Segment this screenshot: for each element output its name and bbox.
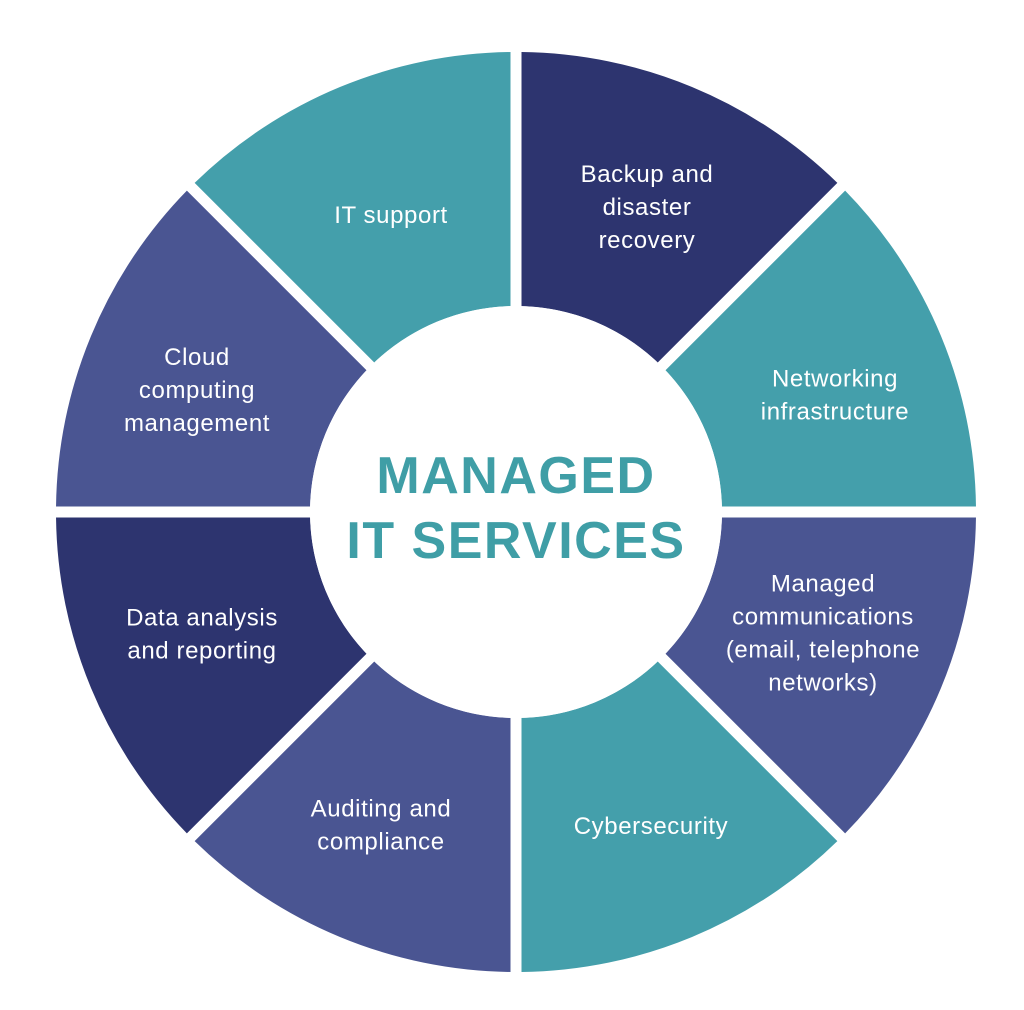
segment-communications-label-line: (email, telephone — [726, 637, 920, 664]
segment-cloud: Cloud computing management — [56, 190, 367, 507]
segment-it-support-label-line: IT support — [334, 202, 448, 229]
segment-cloud-label-line: computing — [139, 377, 255, 404]
segment-auditing-label-line: compliance — [317, 829, 444, 856]
segment-backup: Backup and disaster recovery — [521, 52, 838, 363]
segment-communications-label-line: networks) — [768, 670, 877, 697]
segment-communications-shape — [665, 517, 976, 834]
segment-backup-label-line: Backup and — [581, 161, 714, 188]
segment-auditing: Auditing and compliance — [194, 661, 511, 972]
segment-cloud-shape — [56, 190, 367, 507]
segment-data-analysis-shape — [56, 517, 367, 834]
segment-communications: Managed communications (email, telephone ne… — [665, 517, 976, 834]
segment-data-analysis-label-line: Data analysis — [126, 605, 278, 632]
segment-auditing-label-line: Auditing and — [311, 796, 452, 823]
segment-data-analysis: Data analysis and reporting — [56, 517, 367, 834]
segment-cybersecurity: Cybersecurity — [521, 661, 838, 972]
segment-networking-label-line: Networking — [772, 366, 898, 393]
segment-communications-label-line: Managed — [771, 571, 875, 598]
center-title-line-2: IT SERVICES — [346, 512, 685, 570]
segment-it-support: IT support — [194, 52, 511, 363]
segment-networking: Networking infrastructure — [665, 190, 976, 507]
segment-networking-shape — [665, 190, 976, 507]
segment-backup-label-line: recovery — [599, 227, 696, 254]
segment-backup-label-line: disaster — [603, 194, 692, 221]
segment-communications-label-line: communications — [732, 604, 914, 631]
segment-networking-label-line: infrastructure — [761, 399, 909, 426]
segment-auditing-shape — [194, 661, 511, 972]
segment-cloud-label-line: Cloud — [164, 344, 230, 371]
segment-backup-shape — [521, 52, 838, 363]
center-title-line-1: MANAGED — [376, 447, 655, 505]
segment-it-support-shape — [194, 52, 511, 363]
center-hub — [310, 306, 722, 718]
segment-cybersecurity-label-line: Cybersecurity — [574, 813, 729, 840]
segment-cloud-label-line: management — [124, 410, 270, 437]
segment-cybersecurity-shape — [521, 661, 838, 972]
segment-data-analysis-label-line: and reporting — [127, 638, 276, 665]
